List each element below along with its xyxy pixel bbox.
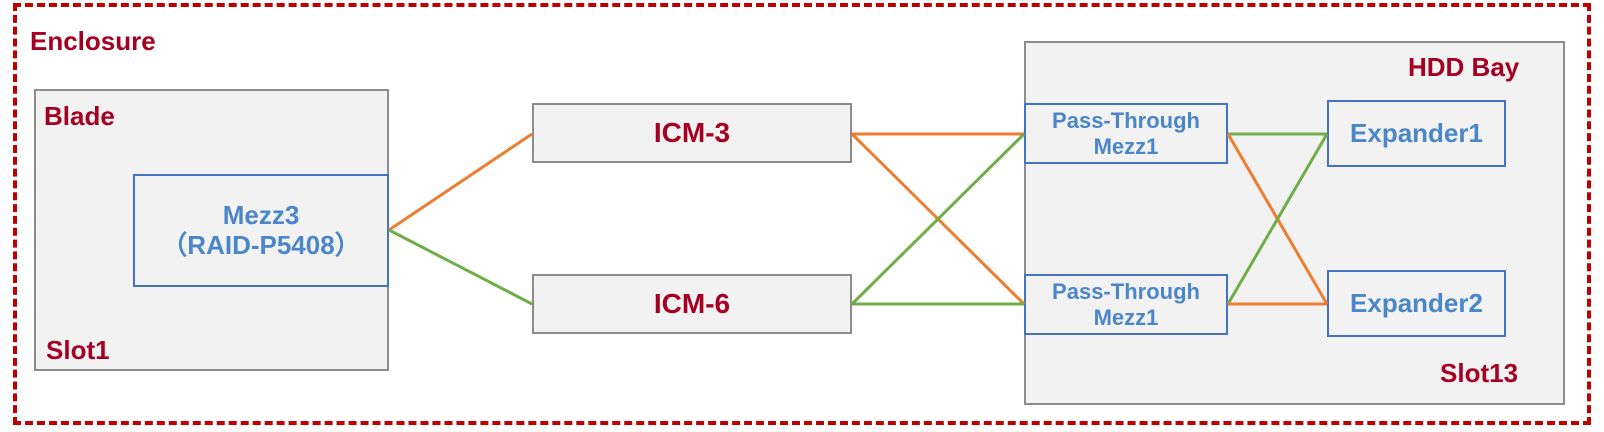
hdd-bay-slot-label: Slot13 [1440,358,1519,388]
link-mezz3-icm3 [388,132,533,232]
pass-through-bottom-line2: Mezz1 [1093,304,1159,330]
pass-through-mezz1-bottom: Pass-Through Mezz1 [1024,274,1228,335]
link-mezz3-icm6 [388,228,533,306]
pass-through-mezz1-top: Pass-Through Mezz1 [1024,103,1228,164]
blade-title: Blade [44,101,115,131]
pass-through-top-line1: Pass-Through [1052,108,1200,134]
icm-6-box: ICM-6 [532,274,852,334]
expander1-box: Expander1 [1327,100,1506,167]
link-icm6-passthrough-top [850,132,1026,306]
hdd-bay-title: HDD Bay [1408,52,1520,82]
enclosure-frame [13,3,1591,425]
icm-3-label: ICM-3 [653,117,731,148]
blade-slot-label: Slot1 [46,335,110,365]
expander1-label: Expander1 [1350,117,1483,148]
enclosure-label: Enclosure [30,26,156,56]
icm-3-box: ICM-3 [532,103,852,163]
mezz3-name: Mezz3 [222,199,300,230]
mezz3-box: Mezz3 （RAID-P5408） [133,174,389,287]
pass-through-top-line2: Mezz1 [1093,133,1159,159]
expander2-box: Expander2 [1327,270,1506,337]
link-passbottom-expander1 [1226,133,1329,305]
icm-6-label: ICM-6 [653,288,731,319]
mezz3-model: （RAID-P5408） [161,229,361,260]
expander2-label: Expander2 [1350,287,1483,318]
pass-through-bottom-line1: Pass-Through [1052,279,1200,305]
